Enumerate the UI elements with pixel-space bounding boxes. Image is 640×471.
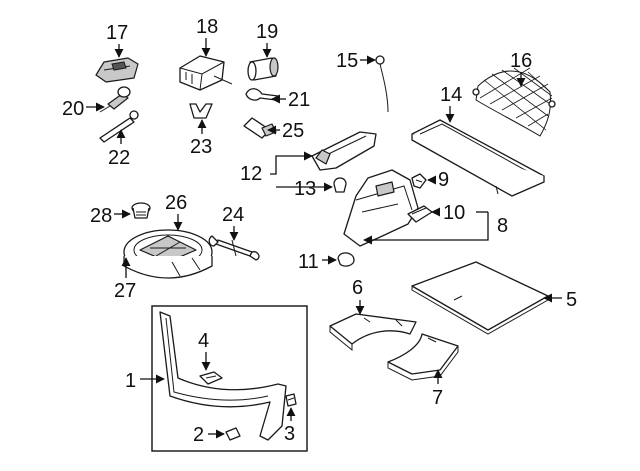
callout-15: 15 bbox=[336, 50, 358, 72]
callout-14: 14 bbox=[440, 84, 462, 106]
part-25-clip bbox=[243, 117, 277, 139]
callout-12: 12 bbox=[240, 163, 262, 185]
part-17-latch bbox=[95, 57, 139, 83]
part-8-side-trim bbox=[343, 169, 419, 247]
callout-8: 8 bbox=[497, 215, 508, 237]
part-7-floor-panel bbox=[387, 333, 459, 381]
callout-23: 23 bbox=[190, 136, 212, 158]
part-16-cargo-net bbox=[472, 67, 556, 137]
part-24-wrench bbox=[208, 235, 260, 261]
callout-24: 24 bbox=[222, 204, 244, 226]
part-28-bolt bbox=[131, 202, 151, 219]
callout-3: 3 bbox=[284, 423, 295, 445]
part-14-package-tray bbox=[411, 119, 545, 197]
callout-20: 20 bbox=[62, 98, 84, 120]
callout-5: 5 bbox=[566, 289, 577, 311]
part-13-fastener bbox=[333, 177, 347, 193]
callout-17: 17 bbox=[106, 22, 128, 44]
callout-21: 21 bbox=[288, 89, 310, 111]
callout-19: 19 bbox=[256, 21, 278, 43]
part-26-jack-tray bbox=[123, 229, 213, 279]
part-11-knob bbox=[337, 252, 355, 267]
part-20-cylinder bbox=[99, 86, 131, 113]
callout-4: 4 bbox=[198, 330, 209, 352]
callout-16: 16 bbox=[510, 50, 532, 72]
part-6-floor-panel bbox=[329, 313, 417, 352]
part-5-floor-mat bbox=[411, 261, 549, 335]
leader-8 bbox=[363, 212, 489, 245]
part-19-canister bbox=[247, 57, 279, 81]
callout-13: 13 bbox=[294, 178, 316, 200]
callout-25: 25 bbox=[282, 120, 304, 142]
callout-26: 26 bbox=[165, 192, 187, 214]
callout-11: 11 bbox=[298, 251, 319, 273]
part-15-strap bbox=[375, 55, 389, 113]
part-23-bracket bbox=[189, 103, 213, 119]
part-1-rear-trim bbox=[159, 311, 287, 441]
part-22-rod bbox=[99, 110, 139, 143]
part-2-pad bbox=[225, 427, 241, 441]
leader-12 bbox=[270, 151, 313, 175]
callout-1: 1 bbox=[125, 370, 136, 392]
callout-2: 2 bbox=[193, 424, 204, 446]
callout-28: 28 bbox=[90, 205, 112, 227]
callout-10: 10 bbox=[443, 202, 465, 224]
part-4-label bbox=[199, 371, 223, 385]
part-18-module bbox=[179, 55, 233, 91]
callout-6: 6 bbox=[352, 277, 363, 299]
part-3-clip bbox=[285, 393, 297, 407]
callout-7: 7 bbox=[432, 387, 443, 409]
callout-9: 9 bbox=[438, 169, 449, 191]
callout-27: 27 bbox=[114, 280, 136, 302]
part-9-clip bbox=[411, 173, 427, 189]
callout-18: 18 bbox=[196, 16, 218, 38]
part-12-trim-panel bbox=[311, 131, 377, 171]
callout-22: 22 bbox=[108, 147, 130, 169]
